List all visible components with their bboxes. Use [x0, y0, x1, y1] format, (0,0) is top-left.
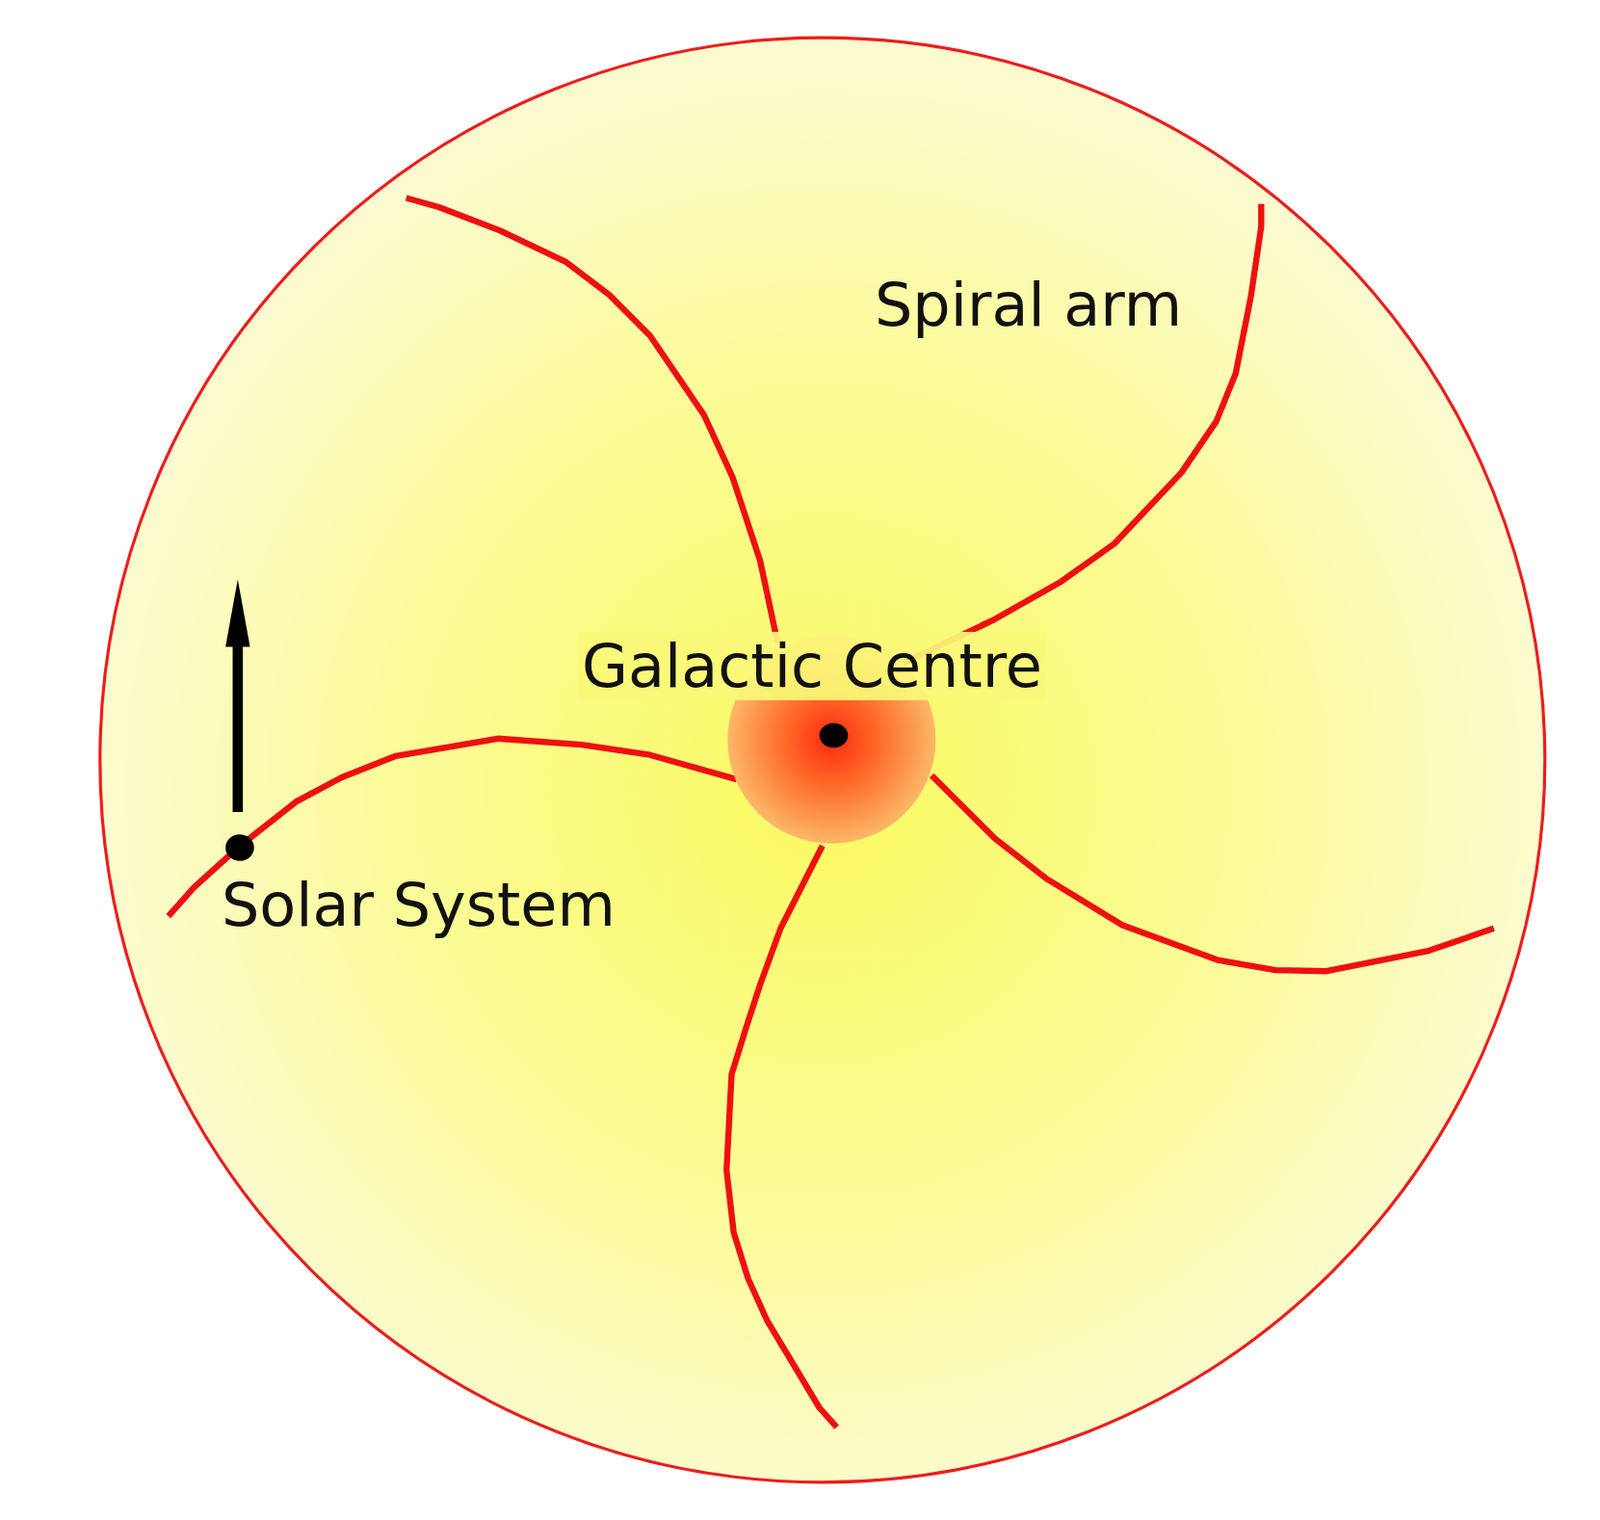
spiral-arm-line [406, 197, 779, 643]
galactic-centre-label: Galactic Centre [577, 631, 1047, 701]
galactic-disc [100, 37, 1546, 1483]
solar-system-dot [225, 834, 255, 862]
spiral-arm-label: Spiral arm [870, 270, 1186, 340]
solar-system-label: Solar System [217, 870, 620, 940]
spiral-arm-line [931, 775, 1495, 971]
spiral-arms [168, 197, 1495, 1427]
centre-dot [819, 723, 849, 748]
motion-arrow-head [225, 579, 250, 648]
motion-arrow-shaft [233, 637, 244, 813]
spiral-arm-line [726, 845, 837, 1428]
